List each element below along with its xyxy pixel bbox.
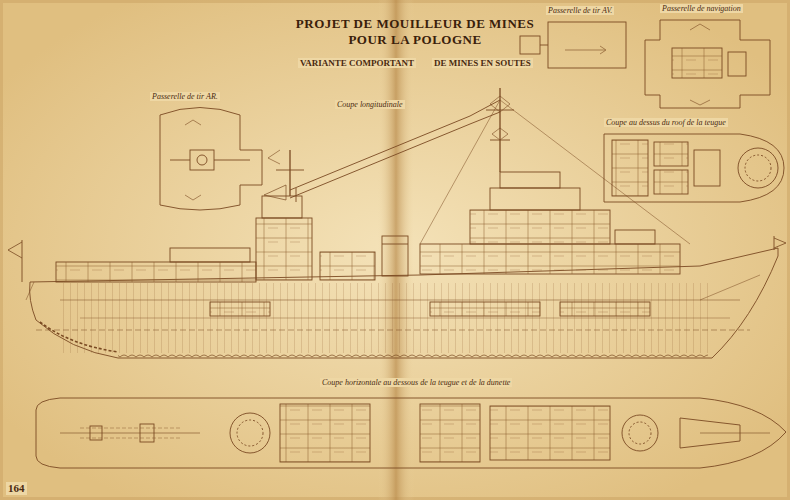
page-number: 164: [6, 482, 27, 495]
view-caption: Coupe au dessus du roof de la teugue: [604, 118, 728, 127]
view-caption: Coupe longitudinale: [335, 100, 405, 109]
subtitle-text: VARIANTE COMPORTANT: [298, 58, 416, 68]
view-caption: Passerelle de tir AV.: [546, 6, 614, 15]
drawing-title: PROJET DE MOUILLEUR DE MINES POUR LA POL…: [290, 16, 540, 47]
subtitle-text: DE MINES EN SOUTES: [432, 58, 533, 68]
view-caption: Coupe horizontale au dessous de la teugu…: [320, 378, 512, 387]
view-caption: Passerelle de navigation: [660, 4, 743, 13]
view-caption: Passerelle de tir AR.: [150, 92, 220, 101]
